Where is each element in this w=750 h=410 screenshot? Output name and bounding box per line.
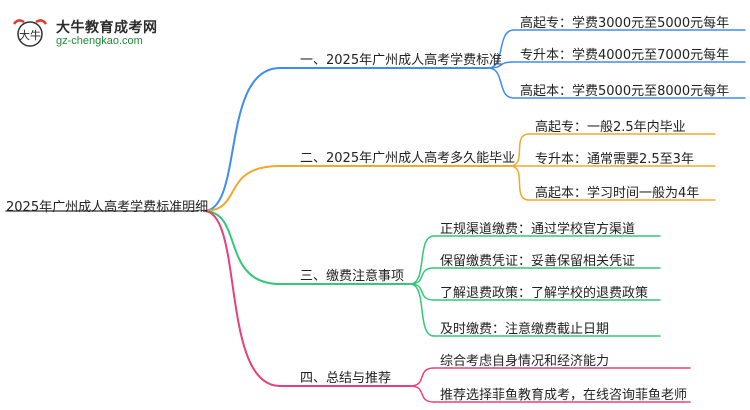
branch-4-connector <box>203 210 281 387</box>
root-topic: 2025年广州成人高考学费标准明细 <box>6 200 209 215</box>
branch-4-label: 四、总结与推荐 <box>300 371 392 386</box>
bull-logo-icon: 大牛 <box>12 19 48 47</box>
branch-4-leaf-2-connector <box>409 385 435 403</box>
branch-4-leaf-1: 综合考虑自身情况和经济能力 <box>440 354 610 369</box>
branch-1-label: 一、2025年广州成人高考学费标准 <box>300 53 503 68</box>
branch-4-leaf-2: 推荐选择菲鱼教育成考，在线咨询菲鱼老师 <box>440 388 688 403</box>
branch-2-leaf-1: 高起专：一般2.5年内毕业 <box>535 120 686 135</box>
branch-2-leaf-3-connector <box>509 165 530 201</box>
branch-2-leaf-1-connector <box>509 133 530 167</box>
branch-2-leaf-2: 专升本：通常需要2.5至3年 <box>535 152 694 167</box>
branch-3-leaf-2: 保留缴费凭证：妥善保留相关凭证 <box>440 254 636 269</box>
branch-3-leaf-4-connector <box>409 283 435 337</box>
branch-2-label: 二、2025年广州成人高考多久能毕业 <box>300 151 516 166</box>
branch-3-leaf-1: 正规渠道缴费：通过学校官方渠道 <box>440 222 636 237</box>
branch-1-leaf-1: 高起专：学费3000元至5000元每年 <box>520 16 730 31</box>
branch-2-connector <box>203 165 281 212</box>
branch-3-label: 三、缴费注意事项 <box>300 269 405 284</box>
branch-1-connector <box>203 67 281 212</box>
branch-4-leaf-1-connector <box>409 367 435 387</box>
branch-3-leaf-2-connector <box>409 267 435 285</box>
site-logo[interactable]: 大牛 大牛教育成考网 gz-chengkao.com <box>6 10 166 54</box>
branch-1-leaf-2: 专升本：学费4000元至7000元每年 <box>520 48 730 63</box>
branch-3-connector <box>203 210 281 285</box>
logo-mark-text: 大牛 <box>19 28 41 42</box>
branch-1-leaf-1-connector <box>487 29 515 69</box>
logo-title: 大牛教育成考网 <box>56 20 158 36</box>
branch-3-leaf-1-connector <box>409 235 435 285</box>
branch-3-leaf-3: 了解退费政策：了解学校的退费政策 <box>440 286 649 301</box>
logo-url: gz-chengkao.com <box>56 35 143 47</box>
branch-3-leaf-3-connector <box>409 283 435 301</box>
branch-2-leaf-3: 高起本：学习时间一般为4年 <box>535 186 700 201</box>
branch-1-leaf-3-connector <box>487 67 515 99</box>
branch-1-leaf-3: 高起本：学费5000元至8000元每年 <box>520 84 730 99</box>
branch-3-leaf-4: 及时缴费：注意缴费截止日期 <box>440 322 610 337</box>
